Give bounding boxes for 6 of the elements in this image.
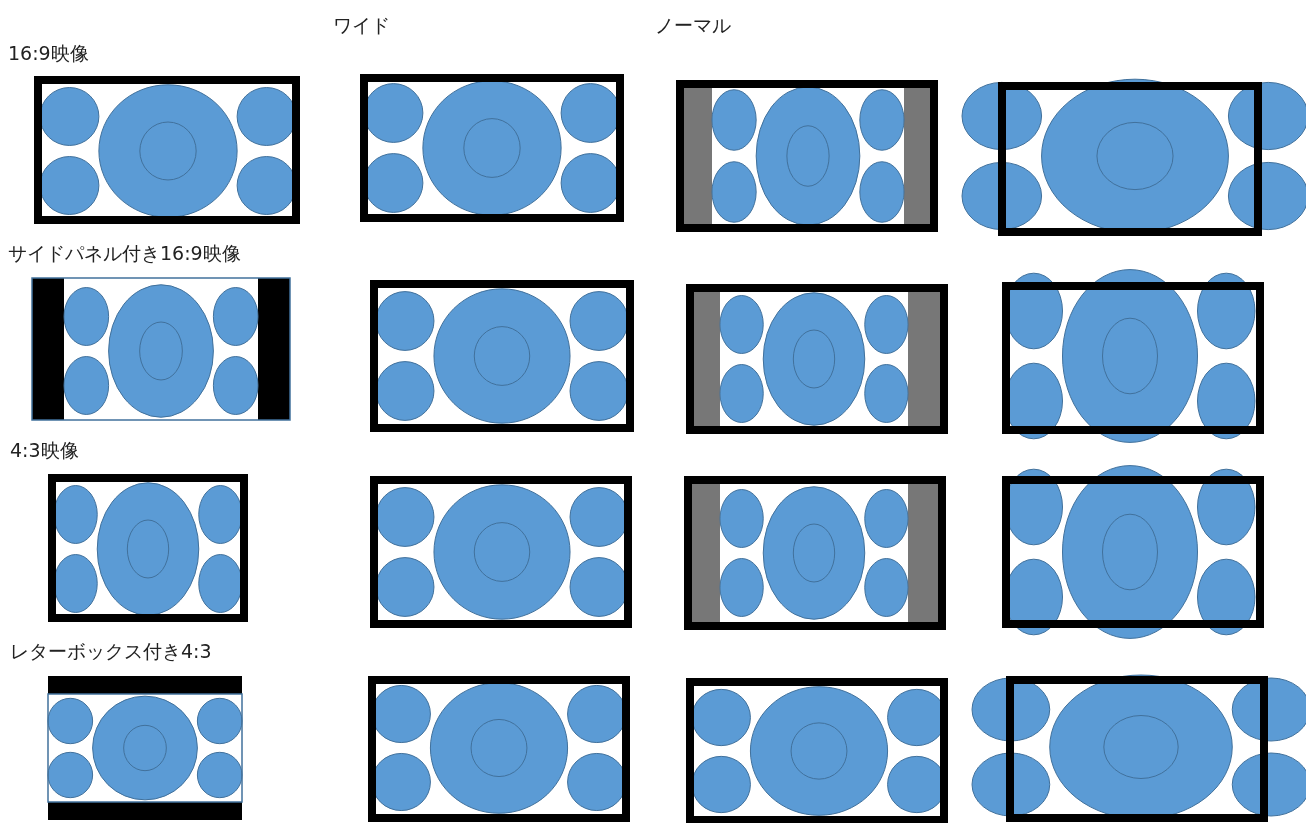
row-label: レターボックス付き4:3 [10, 640, 212, 663]
column-header: ノーマル [655, 14, 731, 37]
row-label: 16:9映像 [8, 42, 89, 65]
row-label: 4:3映像 [10, 439, 79, 462]
column-header: ワイド [333, 14, 390, 37]
row-label: サイドパネル付き16:9映像 [8, 242, 241, 265]
